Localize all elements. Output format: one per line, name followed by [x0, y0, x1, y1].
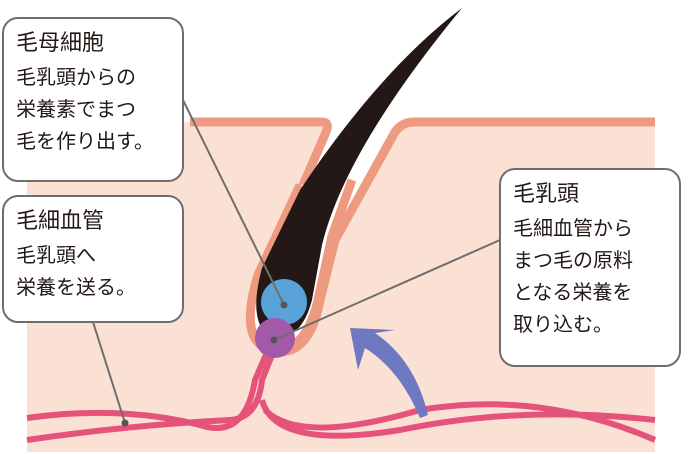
- skin-tissue: [27, 122, 655, 452]
- nutrient-arrow-icon: [350, 328, 428, 418]
- label-line: 栄養素でまつ: [16, 97, 136, 121]
- label-line: 毛乳頭へ: [16, 243, 96, 267]
- label-line: となる栄養を: [513, 280, 633, 304]
- label-title: 毛母細胞: [16, 31, 105, 56]
- label-hair-matrix: 毛母細胞 毛乳頭からの 栄養素でまつ 毛を作り出す。: [2, 17, 184, 182]
- capillaries: [26, 348, 657, 443]
- label-title: 毛乳頭: [513, 182, 580, 207]
- label-line: 栄養を送る。: [16, 275, 136, 299]
- label-title: 毛細血管: [16, 209, 105, 234]
- capillary-pointer-dot: [121, 419, 129, 427]
- matrix-pointer-dot: [280, 301, 288, 309]
- leader-lines: [92, 99, 501, 424]
- hair-shaft: [256, 8, 462, 337]
- label-capillary: 毛細血管 毛乳頭へ 栄養を送る。: [2, 195, 184, 323]
- papilla-pointer-dot: [270, 336, 278, 344]
- label-dermal-papilla: 毛乳頭 毛細血管から まつ毛の原料 となる栄養を 取り込む。: [499, 168, 681, 367]
- label-line: まつ毛の原料: [513, 248, 633, 272]
- label-line: 毛細血管から: [513, 216, 633, 240]
- label-line: 取り込む。: [513, 312, 613, 336]
- label-line: 毛乳頭からの: [16, 65, 136, 89]
- label-line: 毛を作り出す。: [16, 129, 154, 153]
